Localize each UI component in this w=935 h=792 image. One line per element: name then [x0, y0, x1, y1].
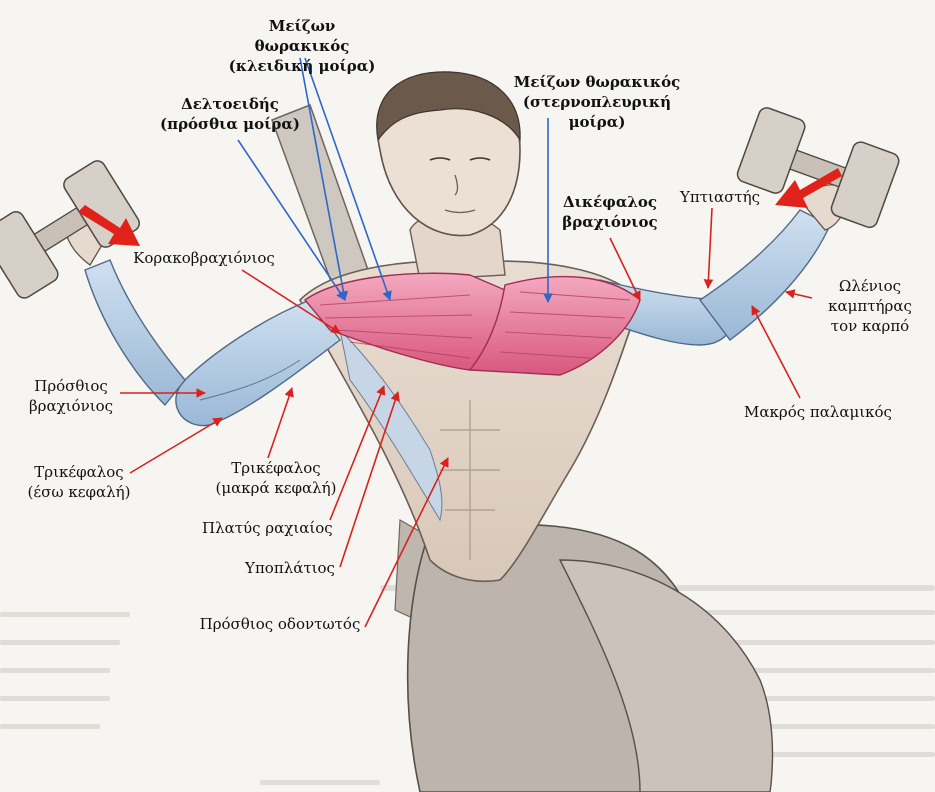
label-serratus: Πρόσθιος οδοντωτός — [196, 614, 364, 634]
label-biceps: Δικέφαλος βραχιόνιος — [560, 192, 660, 232]
supinator-line — [708, 208, 712, 288]
label-triceps-medial: Τρικέφαλος (έσω κεφαλή) — [24, 462, 134, 502]
label-subscapularis: Υποπλάτιος — [240, 558, 340, 578]
label-pec-clavicular: Μείζων θωρακικός (κλειδική μοίρα) — [222, 16, 382, 76]
label-triceps-long: Τρικέφαλος (μακρά κεφαλή) — [212, 458, 340, 498]
label-palmaris-longus: Μακρός παλαμικός — [738, 402, 898, 422]
palmaris-line — [752, 306, 800, 398]
latissimus-line — [330, 386, 384, 520]
flexor-carpi-line — [786, 292, 812, 298]
triceps-medial-line — [130, 418, 222, 473]
label-brachialis: Πρόσθιος βραχιόνιος — [26, 376, 116, 416]
label-deltoid-anterior: Δελτοειδής (πρόσθια μοίρα) — [160, 94, 300, 134]
label-supinator: Υπτιαστής — [672, 187, 768, 207]
label-coracobrachialis: Κορακοβραχιόνιος — [126, 248, 282, 268]
label-latissimus: Πλατύς ραχιαίος — [202, 518, 330, 538]
triceps-long-line — [268, 388, 292, 458]
label-pec-sternal: Μείζων θωρακικός (στερνοπλευρική μοίρα) — [492, 72, 702, 132]
label-flexor-carpi-ulnaris: Ωλένιος καμπτήρας τον καρπό — [815, 276, 925, 336]
